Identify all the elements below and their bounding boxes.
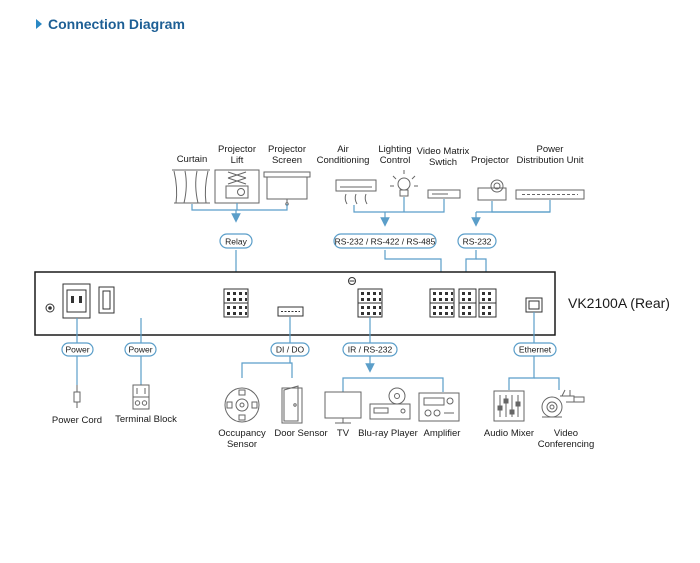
label-video-matrix-2: Swtich xyxy=(429,157,457,168)
label-video-conferencing-1: Video xyxy=(554,428,578,439)
label-projector-screen-1: Projector xyxy=(268,144,306,155)
page-title: Connection Diagram xyxy=(48,16,185,32)
label-projector: Projector xyxy=(471,155,509,166)
label-video-matrix-1: Video Matrix xyxy=(417,146,470,157)
amplifier-icon xyxy=(418,392,460,422)
projector-icon xyxy=(477,179,507,201)
rs232-terminal-1 xyxy=(458,288,477,318)
occupancy-sensor-icon xyxy=(224,387,260,423)
pdu-icon xyxy=(515,189,585,200)
door-sensor-icon xyxy=(281,385,303,424)
light-bulb-icon xyxy=(390,170,418,197)
label-pdu-1: Power xyxy=(537,144,564,155)
arrow-right-icon xyxy=(36,19,42,29)
tv-icon xyxy=(324,391,362,424)
label-projector-screen-2: Screen xyxy=(272,155,302,166)
terminal-block-icon xyxy=(132,384,150,410)
label-occupancy-sensor-2: Sensor xyxy=(227,439,257,450)
label-power-cord: Power Cord xyxy=(52,415,102,426)
curtain-icon xyxy=(172,169,210,204)
rs-multi-pill: RS-232 / RS-422 / RS-485 xyxy=(333,233,437,249)
rs-multi-label: RS-232 / RS-422 / RS-485 xyxy=(335,237,436,247)
dido-terminal xyxy=(277,306,304,317)
power-label-1: Power xyxy=(65,345,89,355)
section-header: Connection Diagram xyxy=(36,14,185,34)
video-conferencing-icon xyxy=(541,389,585,418)
device-chassis xyxy=(34,271,556,336)
audio-mixer-icon xyxy=(493,390,525,422)
label-pdu-2: Distribution Unit xyxy=(516,155,583,166)
ir-pill: IR / RS-232 xyxy=(342,342,398,357)
ground-screw-icon xyxy=(45,303,55,313)
projector-lift-icon xyxy=(214,169,260,204)
label-air-conditioning-2: Conditioning xyxy=(317,155,370,166)
rs232-label: RS-232 xyxy=(463,237,492,247)
mount-screw-icon xyxy=(348,277,356,285)
label-tv: TV xyxy=(337,428,350,439)
label-lighting-control-1: Lighting xyxy=(378,144,411,155)
rs-multi-terminal xyxy=(429,288,455,318)
label-lighting-control-2: Control xyxy=(380,155,411,166)
video-matrix-icon xyxy=(427,189,461,199)
power-label-2: Power xyxy=(128,345,152,355)
label-curtain: Curtain xyxy=(177,154,208,165)
label-audio-mixer: Audio Mixer xyxy=(484,428,534,439)
ethernet-label: Ethernet xyxy=(519,345,552,355)
label-terminal-block: Terminal Block xyxy=(115,414,177,425)
label-projector-lift-1: Projector xyxy=(218,144,256,155)
dido-label: DI / DO xyxy=(276,345,305,355)
label-door-sensor: Door Sensor xyxy=(274,428,327,439)
projector-screen-icon xyxy=(263,171,311,206)
power-pill-2: Power xyxy=(124,342,157,357)
label-amplifier: Amplifier xyxy=(424,428,461,439)
air-conditioner-icon xyxy=(335,179,377,205)
ethernet-pill: Ethernet xyxy=(513,342,557,357)
relay-pill: Relay xyxy=(219,233,253,249)
dido-pill: DI / DO xyxy=(270,342,310,357)
relay-terminal xyxy=(223,288,249,318)
rs232-pill: RS-232 xyxy=(457,233,497,249)
ir-label: IR / RS-232 xyxy=(348,345,393,355)
device-label: VK2100A (Rear) xyxy=(568,295,670,311)
label-occupancy-sensor-1: Occupancy xyxy=(218,428,266,439)
rs232-terminal-2 xyxy=(478,288,497,318)
power-pill-1: Power xyxy=(61,342,94,357)
label-bluray: Blu-ray Player xyxy=(358,428,418,439)
label-projector-lift-2: Lift xyxy=(231,155,244,166)
label-air-conditioning-1: Air xyxy=(337,144,349,155)
power-cord-icon xyxy=(73,385,81,408)
power-switch-icon xyxy=(98,286,115,314)
relay-label: Relay xyxy=(225,237,247,247)
label-video-conferencing-2: Conferencing xyxy=(538,439,595,450)
bluray-player-icon xyxy=(369,387,411,420)
